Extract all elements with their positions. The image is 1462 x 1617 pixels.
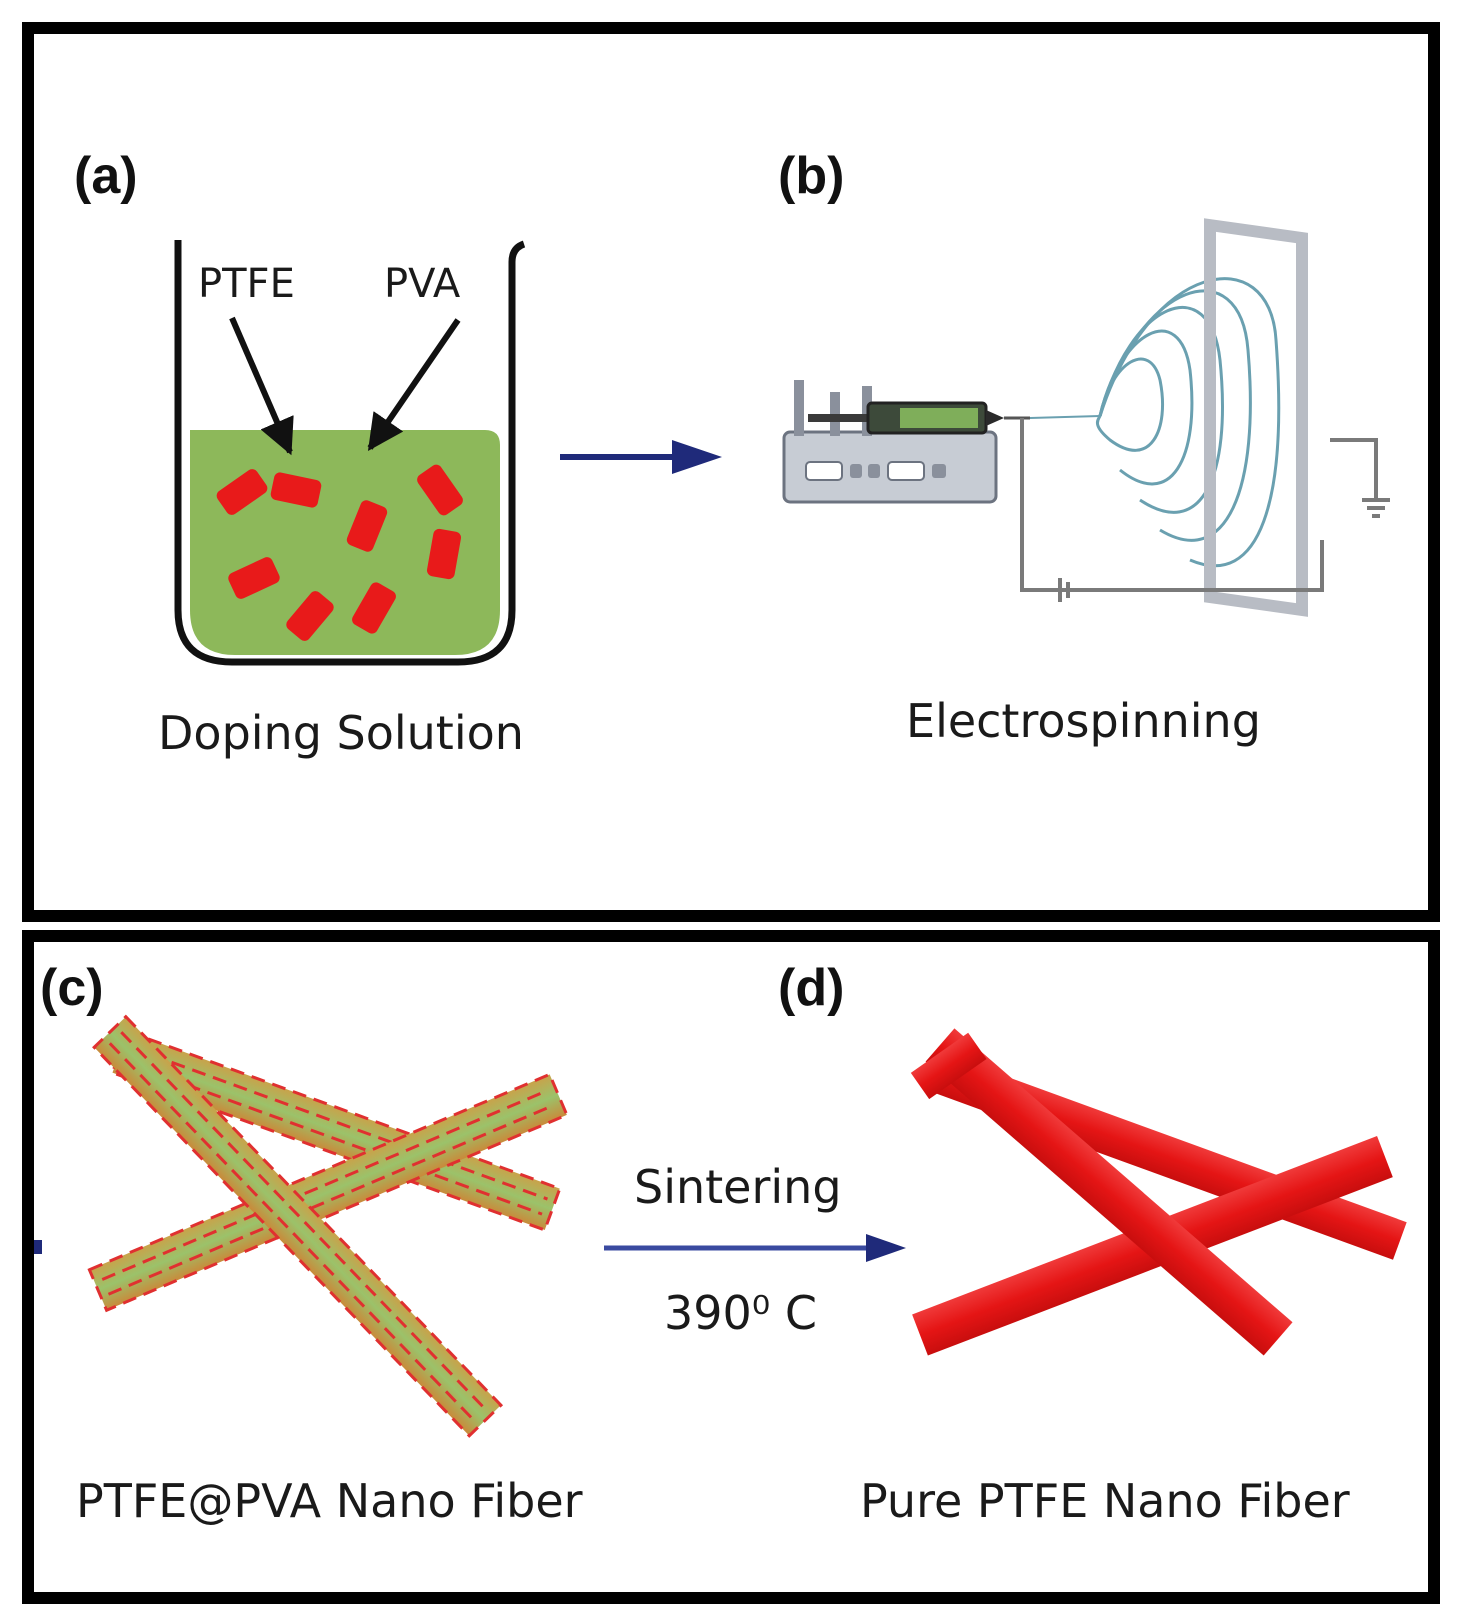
collector-plate xyxy=(1204,218,1308,617)
panel-c-label: (c) xyxy=(40,959,104,1017)
arrow-a-to-b xyxy=(560,440,722,474)
fiber-jet-whip xyxy=(1096,277,1281,568)
circuit-wires xyxy=(1020,418,1390,602)
ptfe-label: PTFE xyxy=(198,261,295,307)
sintering-arrow xyxy=(604,1234,906,1262)
ptfe-particles xyxy=(216,464,463,641)
ptfe-pva-fibers xyxy=(87,1014,569,1438)
electrospinning-apparatus xyxy=(782,218,1390,617)
caption-electrospinning: Electrospinning xyxy=(906,694,1261,748)
pva-label: PVA xyxy=(384,261,461,307)
caption-pure-ptfe-fiber: Pure PTFE Nano Fiber xyxy=(860,1474,1350,1528)
pure-ptfe-fibers xyxy=(910,1028,1407,1356)
panel-b-label: (b) xyxy=(778,147,845,205)
panel-a-label: (a) xyxy=(74,147,138,205)
panel-d-label: (d) xyxy=(778,959,845,1017)
sintering-label: Sintering xyxy=(634,1160,842,1214)
beaker-wall xyxy=(174,240,526,666)
ptfe-pointer-arrow xyxy=(229,316,294,456)
pva-pointer-arrow xyxy=(367,318,461,451)
beaker xyxy=(174,240,526,666)
temperature-label: 390⁰ C xyxy=(664,1286,817,1340)
caption-ptfe-pva-fiber: PTFE@PVA Nano Fiber xyxy=(76,1474,583,1528)
caption-doping-solution: Doping Solution xyxy=(158,706,524,760)
edge-mark xyxy=(34,1240,42,1254)
